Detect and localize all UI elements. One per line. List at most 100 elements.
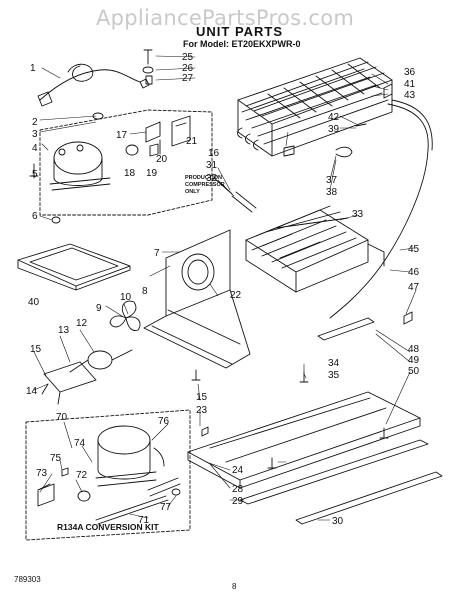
conversion-kit-label: R134A CONVERSION KIT bbox=[57, 522, 159, 532]
production-compressor-note: PRODUCTION COMPRESSOR ONLY bbox=[185, 175, 225, 196]
screw-25 bbox=[143, 49, 153, 65]
callout-46: 46 bbox=[408, 267, 420, 278]
callout-24: 24 bbox=[232, 465, 244, 476]
base-frame bbox=[187, 391, 421, 489]
tube-16 bbox=[283, 145, 295, 157]
callout-8: 8 bbox=[142, 286, 148, 297]
callout-37: 37 bbox=[326, 175, 338, 186]
callout-48: 48 bbox=[408, 344, 420, 355]
watermark: AppliancePartsPros.com bbox=[96, 6, 355, 30]
callout-17: 17 bbox=[116, 130, 128, 141]
page-number: 8 bbox=[232, 582, 237, 591]
callout-5: 5 bbox=[32, 169, 38, 180]
callout-76: 76 bbox=[158, 416, 170, 427]
clip-41-42 bbox=[383, 83, 393, 99]
note-line-2: COMPRESSOR bbox=[185, 182, 225, 188]
callout-42: 42 bbox=[328, 112, 340, 123]
callout-74: 74 bbox=[74, 438, 86, 449]
callout-4: 4 bbox=[32, 143, 38, 154]
callout-13: 13 bbox=[58, 325, 70, 336]
callout-1: 1 bbox=[30, 63, 36, 74]
callout-19: 19 bbox=[146, 168, 158, 179]
callout-7: 7 bbox=[154, 248, 160, 259]
leader-lines bbox=[33, 55, 417, 521]
conversion-kit-box bbox=[25, 409, 191, 541]
note-line-1: PRODUCTION bbox=[185, 175, 222, 181]
callout-72: 72 bbox=[76, 470, 88, 481]
callout-71: 71 bbox=[138, 515, 150, 526]
clip-27 bbox=[145, 75, 153, 85]
conversion-kit-compressor bbox=[95, 425, 181, 497]
relay-bracket bbox=[125, 115, 191, 157]
clip-75 bbox=[61, 467, 69, 477]
drain-pan bbox=[17, 243, 131, 291]
callout-14: 14 bbox=[26, 386, 38, 397]
rail-29 bbox=[239, 439, 429, 505]
callout-38: 38 bbox=[326, 187, 338, 198]
callout-12: 12 bbox=[76, 318, 88, 329]
callout-39: 39 bbox=[328, 124, 340, 135]
clip-39 bbox=[355, 123, 367, 127]
callout-35: 35 bbox=[328, 370, 340, 381]
callout-47: 47 bbox=[408, 282, 420, 293]
callout-2: 2 bbox=[32, 117, 38, 128]
callout-29: 29 bbox=[232, 496, 244, 507]
callout-16: 16 bbox=[208, 148, 220, 159]
callout-49: 49 bbox=[408, 355, 420, 366]
washer-26 bbox=[142, 66, 154, 74]
fan-blade bbox=[109, 300, 141, 331]
callout-28: 28 bbox=[232, 484, 244, 495]
callout-18: 18 bbox=[124, 168, 136, 179]
callout-6: 6 bbox=[32, 211, 38, 222]
refrigerant-line bbox=[329, 99, 433, 319]
callout-21: 21 bbox=[186, 136, 198, 147]
callout-9: 9 bbox=[96, 303, 102, 314]
power-cord bbox=[37, 63, 150, 107]
callout-27: 27 bbox=[182, 73, 194, 84]
callout-15b: 15 bbox=[196, 392, 208, 403]
callout-43: 43 bbox=[404, 90, 416, 101]
overload-72 bbox=[77, 490, 91, 502]
callout-15a: 15 bbox=[30, 344, 42, 355]
fan-bracket bbox=[143, 229, 251, 369]
rail-30 bbox=[295, 471, 443, 525]
callout-31: 31 bbox=[206, 160, 218, 171]
clip-37-38 bbox=[335, 146, 353, 158]
note-line-3: ONLY bbox=[185, 189, 200, 195]
callout-70: 70 bbox=[56, 412, 68, 423]
callout-45: 45 bbox=[408, 244, 420, 255]
relay-73 bbox=[37, 483, 55, 507]
callout-22: 22 bbox=[230, 290, 242, 301]
callout-30: 30 bbox=[332, 516, 344, 527]
production-compressor-box bbox=[39, 109, 213, 216]
drier-71 bbox=[95, 495, 169, 525]
callout-41: 41 bbox=[404, 79, 416, 90]
condenser-coil bbox=[237, 57, 393, 157]
callout-3: 3 bbox=[32, 129, 38, 140]
page-title: UNIT PARTS bbox=[196, 24, 284, 39]
evaporator-coil bbox=[245, 205, 385, 293]
callout-32: 32 bbox=[206, 173, 218, 184]
callout-36: 36 bbox=[404, 67, 416, 78]
callout-50: 50 bbox=[408, 366, 420, 377]
callout-75: 75 bbox=[50, 453, 62, 464]
callout-73: 73 bbox=[36, 468, 48, 479]
callout-40: 40 bbox=[28, 297, 40, 308]
callout-23: 23 bbox=[196, 405, 208, 416]
grommet-77 bbox=[171, 488, 181, 496]
fan-motor bbox=[41, 349, 133, 405]
studs bbox=[191, 311, 413, 469]
callout-labels: 1 2 3 4 5 6 7 8 9 10 12 13 14 15 15 16 1… bbox=[26, 52, 420, 527]
callout-20: 20 bbox=[156, 154, 168, 165]
model-label: For Model: ET20EKXPWR-0 bbox=[183, 39, 301, 49]
callout-10: 10 bbox=[120, 292, 132, 303]
document-number: 789303 bbox=[14, 575, 41, 584]
callout-33: 33 bbox=[352, 209, 364, 220]
compressor bbox=[49, 141, 111, 191]
callout-34: 34 bbox=[328, 358, 340, 369]
callout-77: 77 bbox=[160, 502, 172, 513]
callout-25: 25 bbox=[182, 52, 194, 63]
callout-26: 26 bbox=[182, 63, 194, 74]
